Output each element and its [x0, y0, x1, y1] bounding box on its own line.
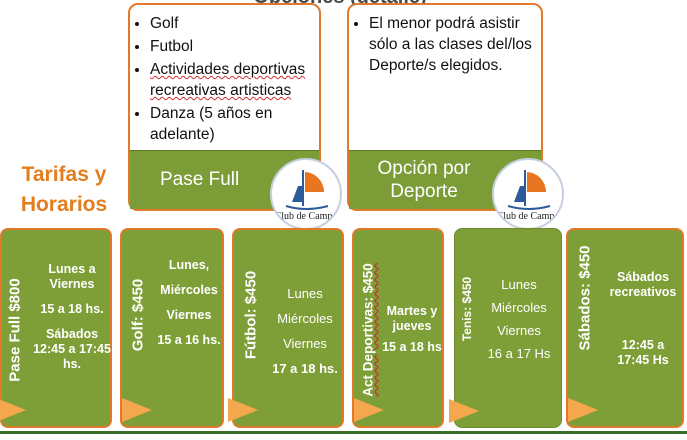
club-logo: Club de Campo: [270, 158, 342, 230]
list-item: Actividades deportivas recreativas artis…: [150, 59, 313, 101]
schedule-line: 15 a 18 hs: [382, 340, 442, 354]
list-item: Danza (5 años en adelante): [150, 103, 313, 145]
tarifas-heading: Tarifas y Horarios: [20, 163, 108, 216]
tile-label: Golf: $450: [129, 278, 147, 352]
schedule-line: Viernes: [166, 308, 212, 322]
tile-arrow: [122, 398, 152, 422]
tile-act-deportivas[interactable]: Act Deportivas: $450 Martes y jueves 15 …: [352, 228, 444, 428]
opcion-deporte-card: El menor podrá asistir sólo a las clases…: [347, 3, 543, 211]
tile-label: Act Deportivas: $450: [360, 263, 376, 397]
schedule-line: Martes y jueves: [386, 304, 438, 333]
tile-label: Pase Full $800: [6, 278, 24, 382]
tile-golf[interactable]: Golf: $450 Lunes, Miércoles Viernes 15 a…: [120, 228, 224, 428]
tile-arrow: [449, 399, 479, 423]
schedule-line: 17 a 18 hs.: [272, 361, 338, 376]
schedule-line: 12:45 a 17:45 Hs: [617, 338, 669, 367]
tile-arrow: [568, 398, 598, 422]
schedule-line: Lunes,: [168, 258, 210, 272]
opcion-deporte-list: El menor podrá asistir sólo a las clases…: [349, 5, 541, 76]
tile-arrow: [228, 398, 258, 422]
tile-tenis[interactable]: Tenis: $450 Lunes Miércoles Viernes 16 a…: [449, 228, 562, 428]
tile-arrow: [0, 398, 26, 422]
schedule-line: 15 a 18 hs.: [40, 302, 104, 316]
tile-arrow: [354, 398, 384, 422]
schedule-line: Viernes: [497, 323, 541, 338]
schedule-line: 16 a 17 Hs: [487, 346, 551, 361]
bottom-divider: [0, 431, 687, 434]
tile-pase-full[interactable]: Pase Full $800 Lunes a Viernes 15 a 18 h…: [0, 228, 112, 428]
tile-label: Tenis: $450: [460, 276, 474, 342]
schedule-line: Sábados 12:45 a 17:45 hs.: [33, 327, 111, 371]
pase-full-list: Golf Futbol Actividades deportivas recre…: [130, 5, 319, 145]
pase-full-label: Pase Full: [160, 169, 240, 190]
schedule-line: Miércoles: [277, 311, 333, 326]
logo-text: Club de Campo: [496, 211, 560, 222]
logo-text: Club de Campo: [274, 211, 338, 222]
schedule-line: Lunes: [287, 286, 323, 301]
schedule-line: Viernes: [283, 336, 327, 351]
list-item: El menor podrá asistir sólo a las clases…: [369, 13, 533, 76]
tile-futbol[interactable]: Fútbol: $450 Lunes Miércoles Viernes 17 …: [228, 228, 344, 428]
sailboat-icon: [507, 170, 551, 210]
tile-label: Sábados: $450: [576, 245, 594, 351]
schedule-line: Lunes: [501, 277, 537, 292]
schedule-line: Sábados recreativos: [609, 270, 677, 299]
sailboat-icon: [285, 170, 329, 210]
tile-schedule: Martes y jueves 15 a 18 hs: [378, 304, 446, 365]
list-item: Futbol: [150, 36, 313, 57]
schedule-line: Lunes a Viernes: [48, 262, 96, 291]
tile-schedule: Lunes, Miércoles Viernes 15 a 16 hs.: [156, 258, 222, 358]
schedule-line: Miércoles: [160, 283, 218, 297]
tile-schedule: Lunes a Viernes 15 a 18 hs. Sábados 12:4…: [30, 262, 114, 382]
club-logo: Club de Campo: [492, 158, 564, 230]
opcion-deporte-label: Opción por Deporte: [377, 158, 471, 202]
top-title: Opciones (detalle): [160, 0, 520, 9]
tile-label: Fútbol: $450: [242, 270, 260, 360]
list-item: Golf: [150, 13, 313, 34]
tile-schedule: Lunes Miércoles Viernes 16 a 17 Hs: [479, 277, 559, 371]
tile-schedule: Lunes Miércoles Viernes 17 a 18 hs.: [268, 286, 342, 386]
tile-sabados[interactable]: Sábados: $450 Sábados recreativos 12:45 …: [566, 228, 684, 428]
schedule-line: 15 a 16 hs.: [157, 333, 221, 347]
tile-schedule: Sábados recreativos 12:45 a 17:45 Hs: [606, 270, 680, 378]
schedule-line: Miércoles: [491, 300, 547, 315]
